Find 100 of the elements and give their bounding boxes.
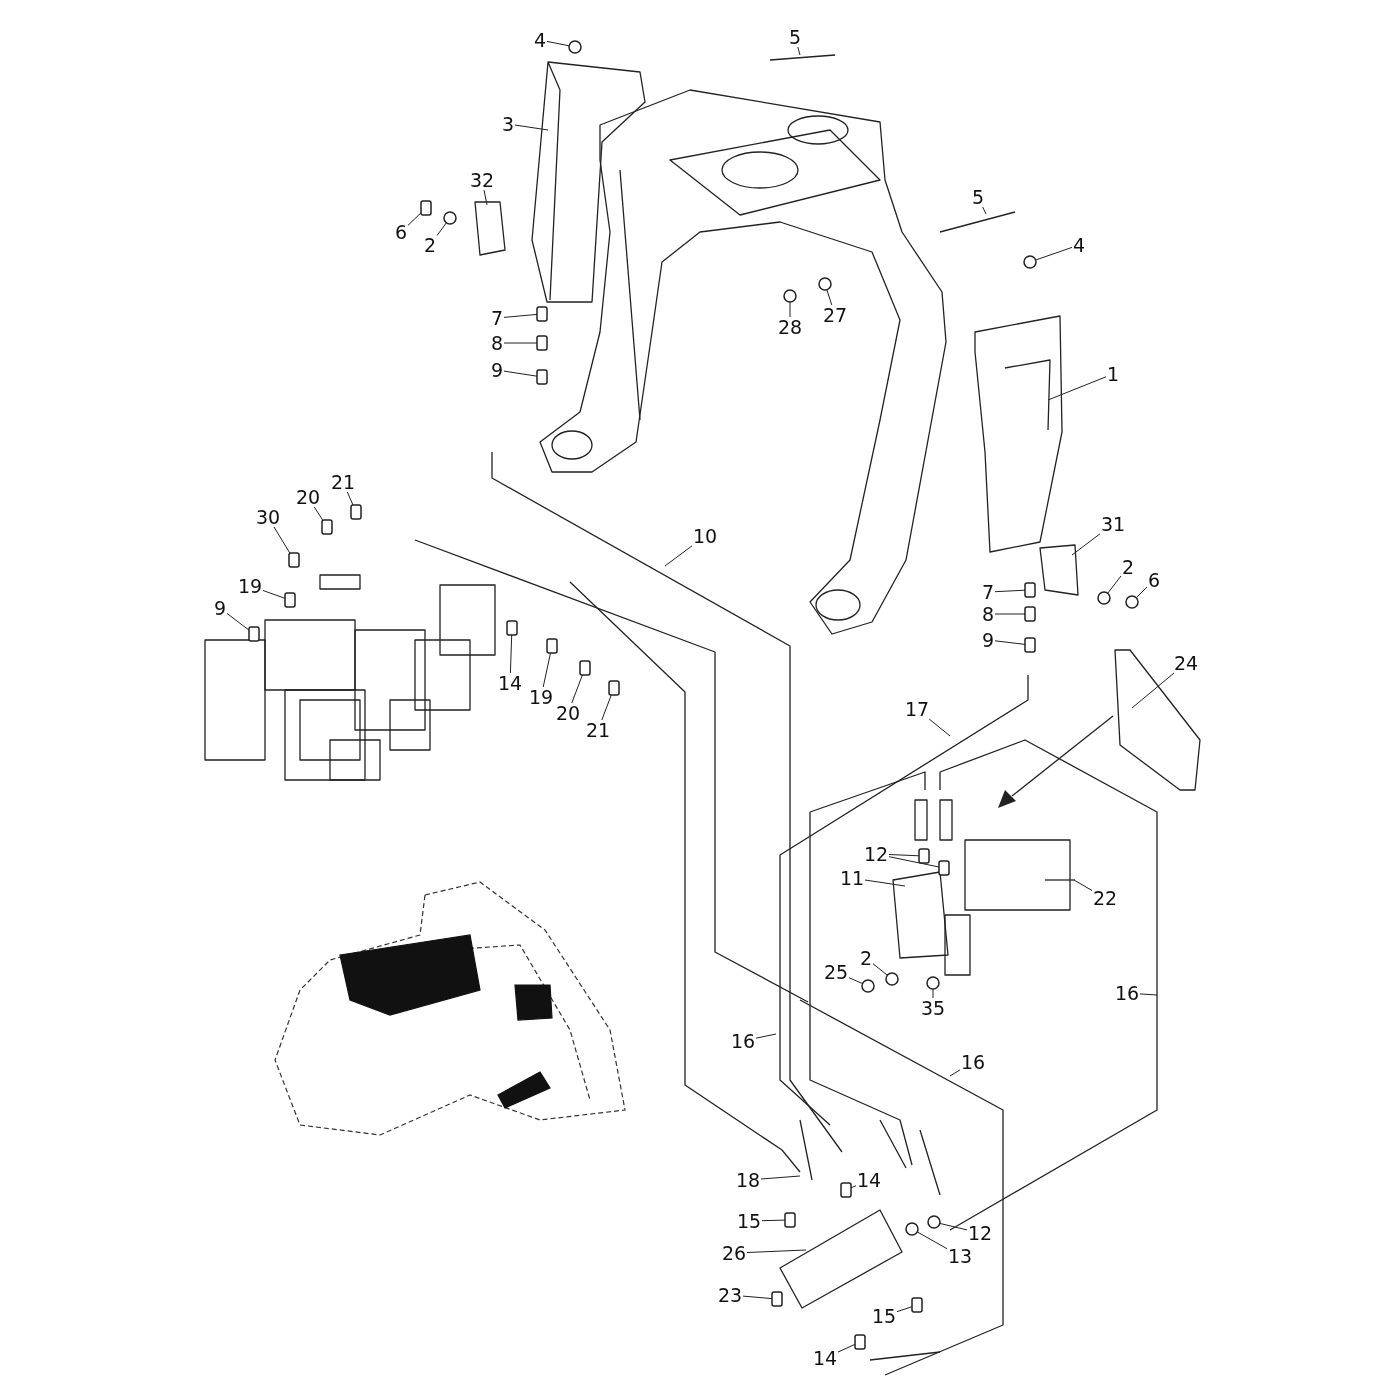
- leader-line: [850, 1185, 857, 1189]
- nut-icon: [926, 976, 940, 990]
- leader-line: [982, 206, 987, 215]
- fitting-icon: [546, 638, 558, 654]
- leader-line: [1131, 672, 1175, 709]
- leader-line: [503, 370, 538, 377]
- callout-number: 21: [330, 472, 357, 492]
- leader-line: [864, 879, 906, 887]
- leader-line: [928, 718, 951, 737]
- leader-line: [601, 694, 612, 721]
- fitting-icon: [536, 369, 548, 385]
- callout-number: 25: [823, 962, 850, 982]
- callout-number: 16: [730, 1031, 757, 1051]
- fitting-icon: [506, 620, 518, 636]
- fitting-icon: [1024, 582, 1036, 598]
- callout-number: 20: [295, 487, 322, 507]
- leader-line: [503, 313, 538, 318]
- callout-number: 2: [1121, 557, 1136, 577]
- leader-line: [262, 590, 286, 599]
- callout-number: 28: [777, 317, 804, 337]
- fitting-icon: [536, 335, 548, 351]
- leader-line: [949, 1069, 961, 1077]
- callout-number: 16: [960, 1052, 987, 1072]
- leader-line: [571, 674, 583, 704]
- callout-number: 1: [1106, 364, 1121, 384]
- leader-line: [509, 634, 513, 674]
- leader-line: [826, 289, 833, 306]
- leader-line: [848, 977, 863, 985]
- nut-icon: [568, 40, 582, 54]
- nut-icon: [861, 979, 875, 993]
- nut-icon: [1023, 255, 1037, 269]
- callout-number: 22: [1092, 888, 1119, 908]
- callout-number: 4: [533, 30, 548, 50]
- callout-number: 11: [839, 868, 866, 888]
- callout-number: 13: [947, 1246, 974, 1266]
- leader-line: [742, 1295, 773, 1300]
- callout-number: 31: [1100, 514, 1127, 534]
- callout-number: 3: [501, 114, 516, 134]
- leader-line: [994, 613, 1026, 615]
- nut-icon: [927, 1215, 941, 1229]
- callout-number: 16: [1114, 983, 1141, 1003]
- leader-line: [1073, 879, 1093, 891]
- leader-line: [746, 1249, 807, 1253]
- leader-line: [789, 301, 791, 318]
- callout-number: 20: [555, 703, 582, 723]
- callout-number: 5: [788, 27, 803, 47]
- nut-icon: [443, 211, 457, 225]
- callout-number: 10: [692, 526, 719, 546]
- leader-line: [664, 545, 693, 567]
- leader-line: [407, 212, 422, 226]
- callout-number: 14: [497, 673, 524, 693]
- nut-icon: [885, 972, 899, 986]
- callout-number: 8: [490, 333, 505, 353]
- fitting-icon: [911, 1297, 923, 1313]
- callout-number: 12: [863, 844, 890, 864]
- leader-line: [1139, 993, 1158, 996]
- callout-number: 7: [490, 308, 505, 328]
- leader-line: [837, 1343, 856, 1353]
- fitting-icon: [350, 504, 362, 520]
- callout-number: 35: [920, 998, 947, 1018]
- callout-number: 7: [981, 582, 996, 602]
- fitting-icon: [321, 519, 333, 535]
- leader-line: [1071, 533, 1101, 556]
- leader-line: [939, 1222, 968, 1231]
- leader-line: [1047, 376, 1107, 401]
- leader-line: [932, 988, 934, 999]
- callout-number: 14: [856, 1170, 883, 1190]
- leader-line: [994, 589, 1026, 593]
- leader-line: [1107, 575, 1122, 594]
- callout-number: 5: [971, 187, 986, 207]
- fitting-icon: [284, 592, 296, 608]
- callout-number: 9: [213, 598, 228, 618]
- leader-line: [436, 222, 447, 237]
- callout-number: 9: [981, 630, 996, 650]
- callout-number: 18: [735, 1170, 762, 1190]
- leader-line: [483, 189, 488, 206]
- fitting-icon: [938, 860, 950, 876]
- callout-number: 6: [394, 222, 409, 242]
- leader-line: [226, 612, 250, 631]
- callout-number: 15: [736, 1211, 763, 1231]
- fitting-icon: [420, 200, 432, 216]
- leader-line: [916, 1231, 948, 1250]
- callout-number: 8: [981, 604, 996, 624]
- callout-number: 23: [717, 1285, 744, 1305]
- callout-number: 9: [490, 360, 505, 380]
- nut-icon: [783, 289, 797, 303]
- leader-line: [896, 1306, 913, 1313]
- callout-number: 32: [469, 170, 496, 190]
- fitting-icon: [608, 680, 620, 696]
- leader-line: [546, 40, 570, 47]
- fitting-icon: [918, 848, 930, 864]
- leader-line: [503, 342, 538, 344]
- callout-number: 24: [1173, 653, 1200, 673]
- callout-number: 6: [1147, 570, 1162, 590]
- fitting-icon: [288, 552, 300, 568]
- leader-line: [346, 491, 354, 506]
- nut-icon: [818, 277, 832, 291]
- callout-number: 17: [904, 699, 931, 719]
- leader-line: [755, 1033, 777, 1039]
- leader-line: [994, 640, 1026, 645]
